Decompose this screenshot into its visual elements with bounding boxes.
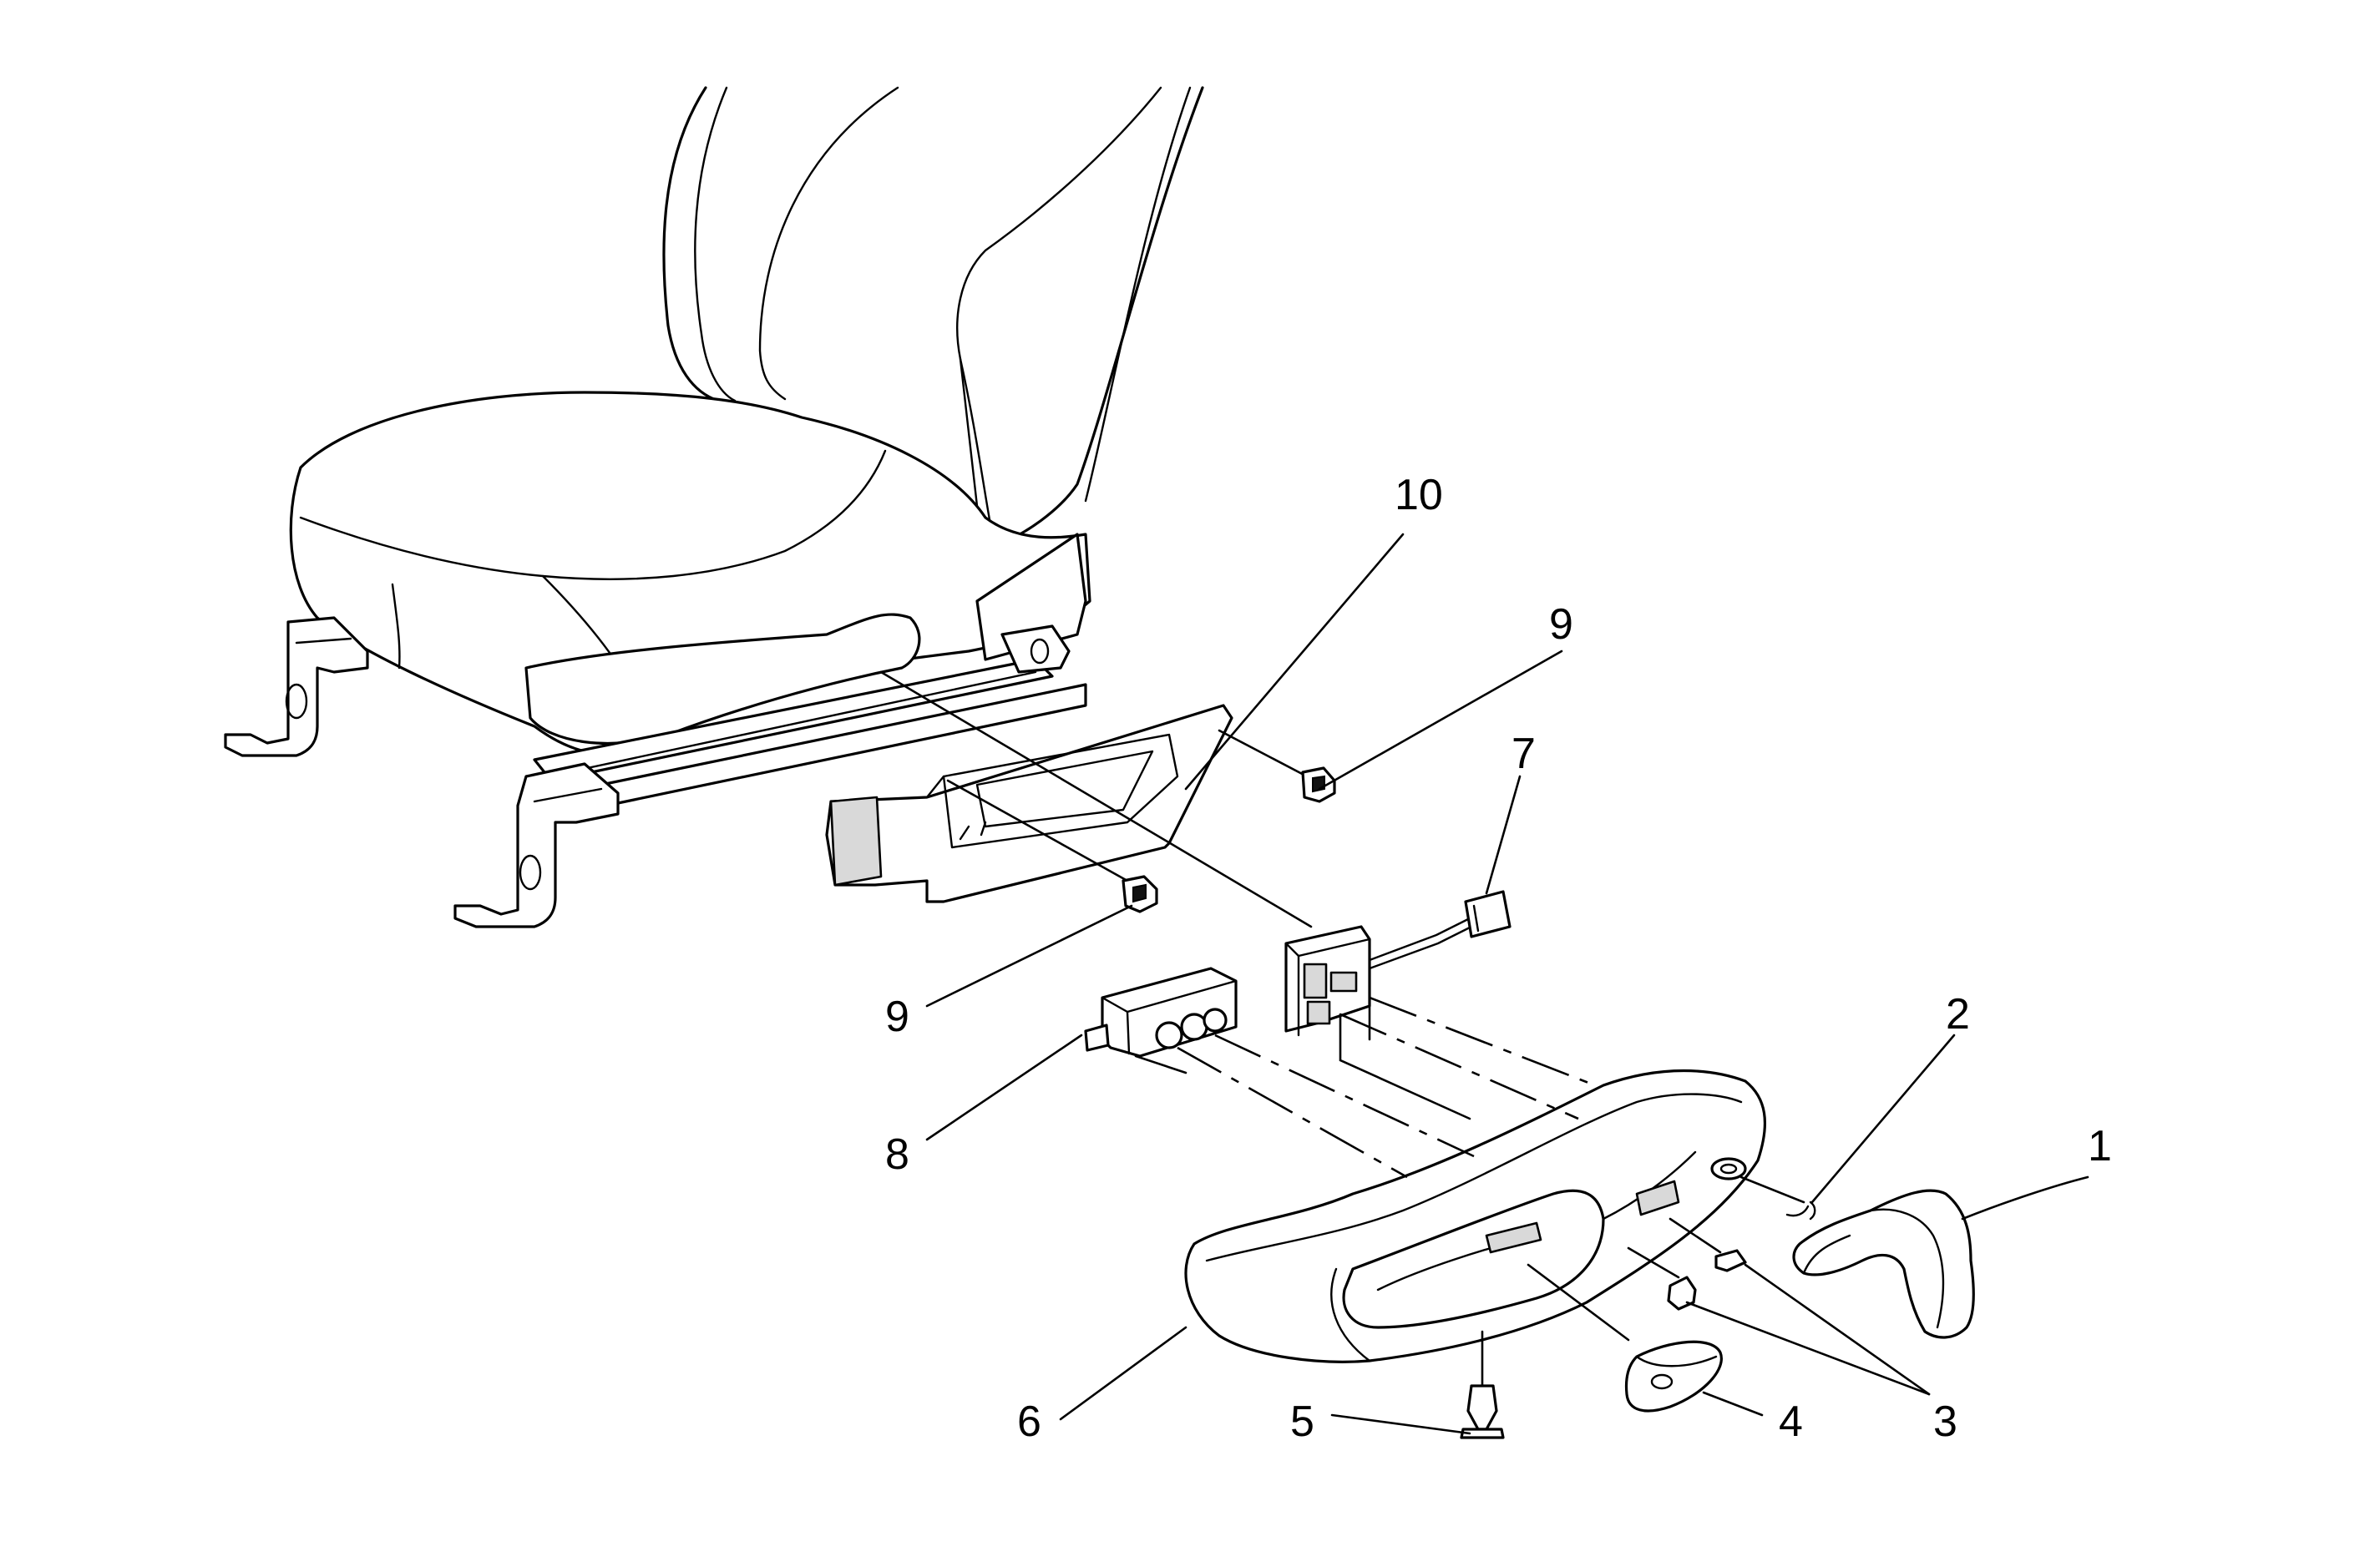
seat-assembly bbox=[224, 86, 1204, 928]
callout-7: 7 bbox=[1512, 730, 1536, 778]
callout-labels: 1 2 3 4 5 6 7 8 9 9 10 bbox=[885, 471, 2112, 1446]
callout-3: 3 bbox=[1933, 1398, 1957, 1446]
part-10-side-trim-panel bbox=[825, 704, 1233, 903]
part-7-power-seat-switch bbox=[1284, 890, 1512, 1037]
callout-leader-lines bbox=[925, 533, 2089, 1435]
callout-1: 1 bbox=[2088, 1122, 2112, 1170]
callout-8: 8 bbox=[885, 1130, 909, 1179]
part-5-screw bbox=[1460, 1330, 1505, 1439]
part-2-clip bbox=[1739, 1175, 1816, 1221]
part-6-outer-trim-bezel bbox=[1184, 1069, 1767, 1363]
part-1-recliner-handle bbox=[1792, 1189, 1975, 1339]
part-4-knob bbox=[1527, 1263, 1723, 1413]
callout-4: 4 bbox=[1779, 1398, 1803, 1446]
part-8-switch-module bbox=[1084, 967, 1238, 1058]
alignment-line-panel bbox=[879, 670, 1313, 928]
callout-10: 10 bbox=[1395, 471, 1443, 519]
callout-6: 6 bbox=[1017, 1398, 1041, 1446]
callout-9-lower: 9 bbox=[885, 993, 909, 1041]
part-9-screw-upper bbox=[1218, 729, 1336, 803]
callout-2: 2 bbox=[1946, 990, 1970, 1039]
callout-5: 5 bbox=[1290, 1398, 1314, 1446]
part-3-small-knobs bbox=[1627, 1217, 1747, 1311]
callout-9-upper: 9 bbox=[1549, 600, 1573, 649]
part-9-screw-lower bbox=[946, 779, 1158, 913]
assembly-dashed-lines bbox=[1134, 996, 1596, 1179]
